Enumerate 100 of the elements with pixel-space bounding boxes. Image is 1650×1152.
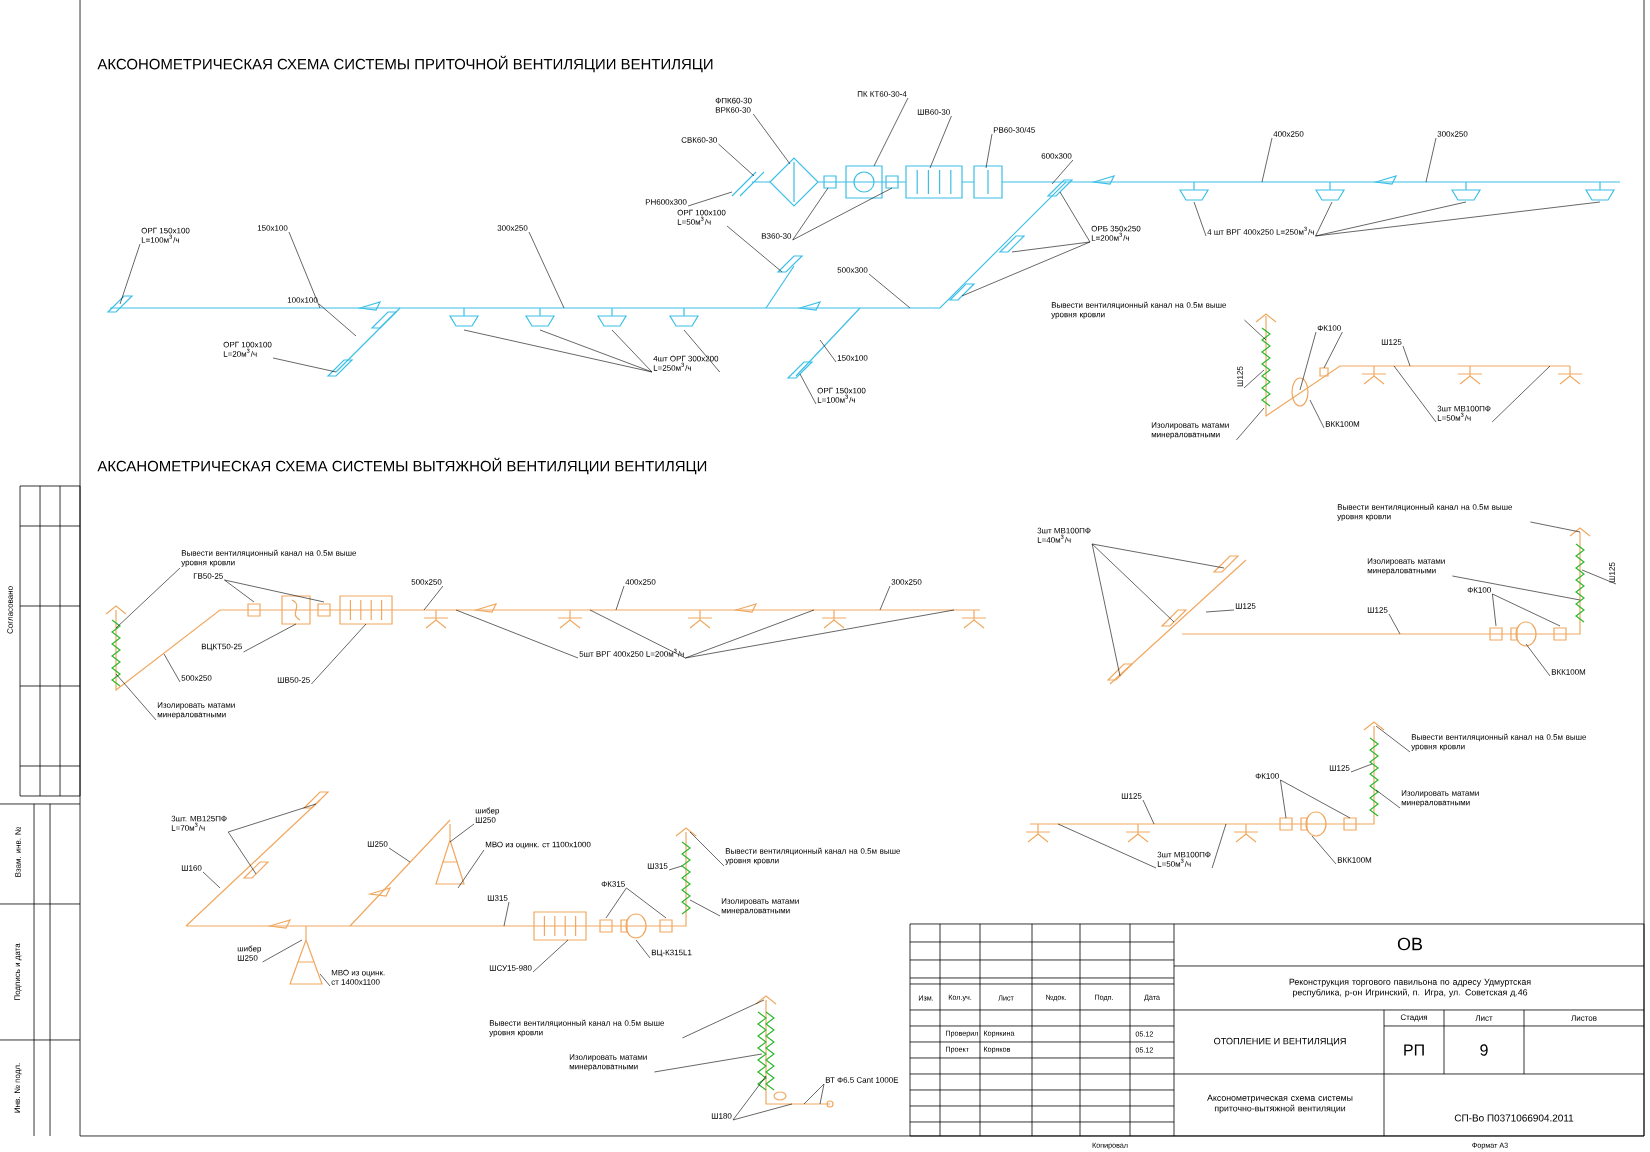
leader-line (1091, 543, 1225, 569)
leader-line (1211, 823, 1227, 869)
leader-line (803, 1083, 825, 1105)
leader-line (873, 97, 909, 167)
leader-line (288, 231, 321, 309)
leader-line (262, 939, 303, 963)
leader-line (929, 115, 952, 169)
leader-line (1051, 159, 1074, 185)
leader-line (868, 273, 911, 309)
leader-line (528, 231, 565, 309)
leader-line (455, 609, 579, 659)
leader-line (1236, 407, 1265, 441)
leader-line (879, 585, 891, 611)
leader-line (1375, 789, 1401, 809)
leader-line (539, 329, 653, 373)
exhaust-duct-drawing (1255, 313, 1583, 418)
leader-line (1581, 569, 1617, 585)
leader-line (1261, 137, 1273, 183)
leader-line (388, 847, 411, 863)
leader-line (224, 579, 325, 603)
leader-line (227, 803, 317, 833)
leader-line (792, 187, 829, 241)
leader-line (449, 823, 475, 843)
leader-line (1299, 331, 1317, 391)
leader-line (726, 225, 783, 273)
leader-line (685, 609, 955, 659)
leader-line (311, 623, 367, 685)
leader-line (1492, 593, 1561, 627)
leader-line (503, 901, 510, 927)
leader-line (202, 871, 221, 889)
leader-line (1059, 191, 1091, 243)
leader-line (532, 939, 569, 973)
leader-line (1375, 725, 1411, 753)
leader-line (718, 143, 755, 177)
leader-line (668, 865, 683, 871)
leader-line (227, 831, 257, 875)
leader-line (1142, 799, 1155, 825)
leader-line (1091, 543, 1175, 623)
leader-line (605, 887, 627, 919)
leader-line (1311, 835, 1337, 865)
leader-line (1309, 399, 1325, 429)
leader-line (635, 939, 651, 959)
leader-line (1350, 763, 1373, 773)
leader-line (1530, 521, 1581, 533)
leader-line (985, 133, 993, 169)
leader-line (819, 339, 837, 363)
title-block-text: ОВ (1397, 937, 1423, 951)
leader-line (752, 113, 791, 165)
leader-line (163, 653, 181, 683)
leader-line (1393, 365, 1437, 423)
leader-line (615, 585, 625, 611)
leader-line (682, 999, 765, 1039)
leader-line (1280, 779, 1351, 819)
leader-line (1492, 593, 1497, 627)
leader-line (1205, 609, 1235, 613)
leader-line (1243, 369, 1265, 389)
leader-line (1491, 365, 1551, 423)
leader-line (243, 623, 297, 653)
leader-line (1315, 201, 1333, 237)
leader-line (115, 567, 181, 629)
leader-line (1315, 201, 1467, 237)
leader-line (224, 579, 255, 603)
leader-line (611, 329, 653, 373)
leader-line (589, 609, 686, 659)
leader-line (689, 899, 721, 917)
leader-line (115, 673, 157, 721)
leader-line (1244, 319, 1267, 341)
leader-line (654, 1053, 763, 1073)
leader-line (732, 1103, 793, 1121)
leader-line (961, 241, 1091, 297)
leader-line (819, 1083, 825, 1105)
leader-line (687, 191, 733, 207)
exhaust-duct-drawing (755, 995, 834, 1108)
leader-line (457, 849, 485, 889)
leader-line (319, 973, 331, 987)
leader-line (689, 831, 725, 867)
leader-line (119, 243, 141, 305)
leader-line (1193, 201, 1207, 237)
leader-line (1388, 613, 1401, 635)
leader-line (1091, 543, 1121, 677)
leader-line (1315, 201, 1601, 237)
leader-line (1057, 823, 1157, 869)
leader-line (423, 585, 444, 611)
leader-line (463, 329, 653, 373)
leader-line (318, 303, 357, 337)
leader-line (626, 887, 667, 919)
leader-line (272, 357, 337, 373)
leader-line (1402, 345, 1411, 367)
exhaust-duct-drawing (1025, 721, 1385, 843)
leader-line (1280, 779, 1287, 819)
leader-line (1425, 137, 1437, 183)
leader-line (792, 187, 893, 241)
leader-line (1011, 241, 1091, 253)
leader-line (1452, 575, 1581, 601)
leader-line (732, 1075, 767, 1121)
leader-line (1323, 331, 1343, 369)
leader-line (1525, 643, 1551, 677)
leader-line (685, 609, 815, 659)
leader-line (799, 373, 817, 405)
exhaust-duct-drawing (105, 595, 987, 692)
